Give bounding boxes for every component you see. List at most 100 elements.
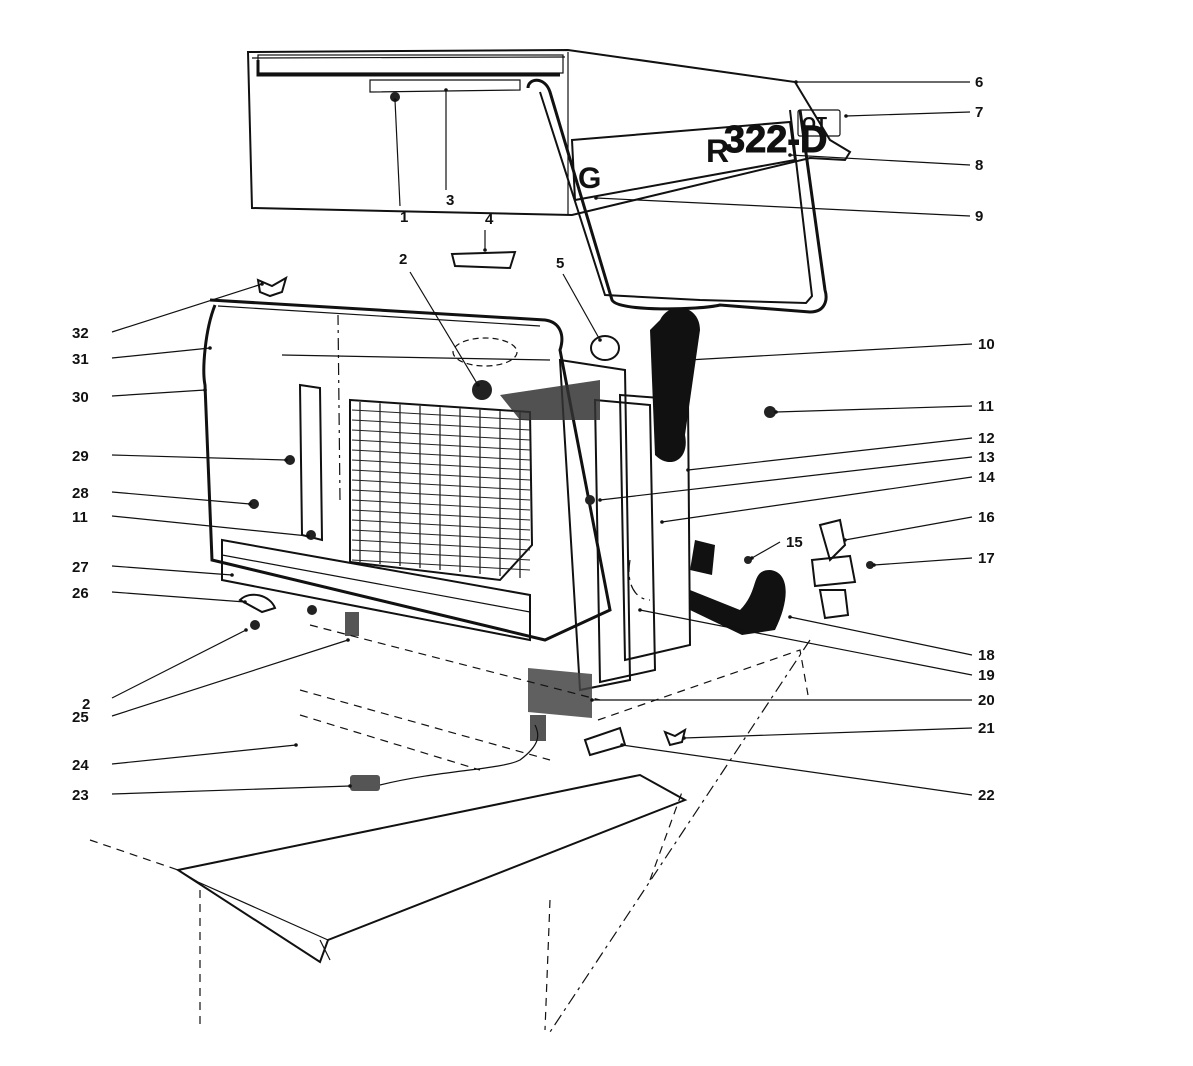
callout-c29: 29 xyxy=(72,448,288,465)
badge-model-number: 322-D xyxy=(724,119,828,161)
callout-number: 27 xyxy=(72,559,89,576)
callout-leader xyxy=(639,609,973,676)
callout-c13: 13 xyxy=(598,449,995,502)
callout-leader xyxy=(599,456,973,501)
callout-leader xyxy=(562,273,601,341)
callout-number: 16 xyxy=(978,509,995,526)
callout-leader xyxy=(409,271,479,386)
callout-leader xyxy=(111,744,297,765)
radiator-assembly xyxy=(202,298,692,718)
callout-endpoint xyxy=(230,573,234,577)
callout-c5: 5 xyxy=(556,255,602,342)
callout-leader xyxy=(111,565,233,576)
callout-c23: 23 xyxy=(72,784,352,804)
callout-number: 18 xyxy=(978,647,995,664)
callout-leader xyxy=(789,154,971,166)
badge-suffix: OT xyxy=(802,114,827,134)
callout-number: 22 xyxy=(978,787,995,804)
callout-leader xyxy=(111,389,206,397)
callout-number: 24 xyxy=(72,757,89,774)
callout-endpoint xyxy=(346,638,350,642)
callout-c10: 10 xyxy=(686,336,995,362)
callout-number: 11 xyxy=(72,509,88,526)
callout-endpoint xyxy=(208,346,212,350)
callout-endpoint xyxy=(750,556,754,560)
callout-c16: 16 xyxy=(843,509,995,542)
callout-endpoint xyxy=(872,563,876,567)
callout-c1: 1 xyxy=(393,98,408,226)
callout-number: 15 xyxy=(786,534,803,551)
radiator-core-grille xyxy=(349,398,534,582)
callout-c11a: 11 xyxy=(774,398,994,415)
callout-c25: 25 xyxy=(72,638,350,726)
callout-endpoint xyxy=(598,498,602,502)
badge-left-letter: G xyxy=(578,162,601,195)
callout-c3: 3 xyxy=(444,88,454,209)
callout-c9: 9 xyxy=(594,196,983,225)
callout-c30: 30 xyxy=(72,388,207,406)
callout-c28: 28 xyxy=(72,485,252,506)
callout-c12: 12 xyxy=(686,430,995,472)
callout-number: 2 xyxy=(399,251,407,268)
callout-leader xyxy=(845,111,971,117)
callout-endpoint xyxy=(774,410,778,414)
foam-pad-lower xyxy=(528,668,592,718)
callout-number: 20 xyxy=(978,692,995,709)
callout-endpoint xyxy=(260,282,264,286)
badge-model-prefix: R xyxy=(706,133,729,169)
lower-hose xyxy=(690,540,786,635)
callout-endpoint xyxy=(590,698,594,702)
callout-number: 28 xyxy=(72,485,89,502)
callout-endpoint xyxy=(594,196,598,200)
callout-endpoint xyxy=(444,88,448,92)
callout-number: 21 xyxy=(978,720,995,737)
callout-endpoint xyxy=(794,80,798,84)
callout-leader xyxy=(595,197,971,217)
model-badge: G R 322-D OT xyxy=(570,109,841,202)
callout-c2b: 2 xyxy=(82,628,248,713)
callout-c17: 17 xyxy=(872,550,995,567)
callout-number: 3 xyxy=(446,192,454,209)
callout-endpoint xyxy=(686,468,690,472)
callout-number: 13 xyxy=(978,449,995,466)
callout-c18: 18 xyxy=(788,615,995,664)
callout-endpoint xyxy=(243,600,247,604)
callout-endpoint xyxy=(483,248,487,252)
callout-c4: 4 xyxy=(483,211,494,252)
callout-endpoint xyxy=(686,358,690,362)
callout-endpoint xyxy=(638,608,642,612)
callout-number: 4 xyxy=(485,211,494,228)
callout-leader xyxy=(789,616,973,656)
callout-number: 12 xyxy=(978,430,995,447)
callout-leader xyxy=(394,99,401,207)
callout-endpoint xyxy=(843,538,847,542)
callout-number: 10 xyxy=(978,336,995,353)
callout-endpoint xyxy=(348,784,352,788)
callout-c32: 32 xyxy=(72,282,264,342)
callout-leader xyxy=(751,541,781,559)
callout-endpoint xyxy=(306,534,310,538)
callout-leader xyxy=(873,557,973,566)
callout-endpoint xyxy=(682,736,686,740)
callout-number: 5 xyxy=(556,255,564,272)
callout-c20: 20 xyxy=(590,692,995,709)
callout-endpoint xyxy=(203,388,207,392)
callout-leader xyxy=(844,516,973,541)
callout-endpoint xyxy=(788,153,792,157)
callout-leader xyxy=(111,283,263,333)
callout-c7: 7 xyxy=(844,104,983,121)
callout-endpoint xyxy=(598,338,602,342)
callout-endpoint xyxy=(844,114,848,118)
callout-leader xyxy=(111,785,351,795)
callout-number: 26 xyxy=(72,585,89,602)
callout-c19: 19 xyxy=(638,608,995,684)
callout-c6: 6 xyxy=(794,74,983,91)
upper-hose xyxy=(650,307,700,463)
callout-number: 14 xyxy=(978,469,995,486)
callout-number: 23 xyxy=(72,787,89,804)
callout-leader xyxy=(111,629,247,699)
callout-endpoint xyxy=(244,628,248,632)
callout-leader xyxy=(111,491,251,505)
callout-c11b: 11 xyxy=(72,509,310,538)
